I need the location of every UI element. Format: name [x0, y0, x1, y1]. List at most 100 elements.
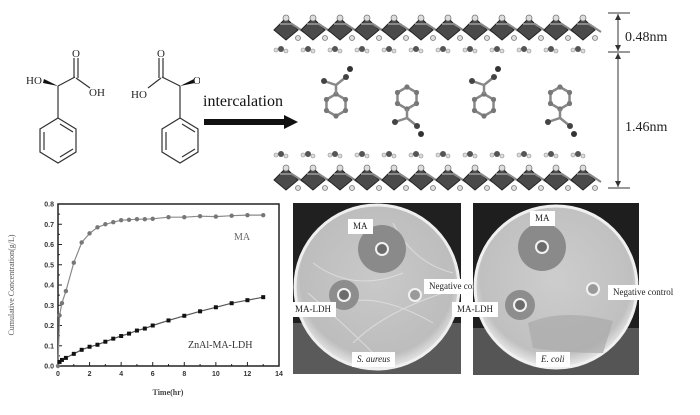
data-point-znal-ma-ldh — [182, 313, 187, 318]
x-tick-label: 0 — [56, 371, 60, 378]
atom-label-oh: OH — [193, 75, 200, 87]
mandelate-anion — [545, 84, 577, 137]
mandelic-acid-r — [39, 58, 91, 164]
atom-label-o: O — [157, 48, 165, 60]
dish2-label-ma: MA — [530, 211, 555, 226]
data-point-znal-ma-ldh — [119, 334, 124, 339]
y-tick-label: 0.0 — [44, 364, 54, 371]
series-line-znal-ma-ldh — [59, 296, 264, 363]
y-axis-label: Cumulative Concentration(g/L) — [7, 234, 16, 335]
x-tick-label: 12 — [244, 371, 252, 378]
data-point-znal-ma-ldh — [79, 347, 84, 352]
data-point-ma — [182, 214, 187, 220]
data-point-ma — [245, 212, 250, 218]
atom-label-o: O — [72, 48, 80, 60]
series-label-znal-ma-ldh: ZnAl-MA-LDH — [188, 340, 252, 351]
data-point-znal-ma-ldh — [127, 331, 132, 336]
data-point-ma — [142, 216, 148, 222]
dimension-markers — [608, 12, 630, 189]
data-point-znal-ma-ldh — [261, 295, 266, 300]
data-point-znal-ma-ldh — [95, 342, 100, 347]
data-point-znal-ma-ldh — [213, 305, 218, 310]
mandelate-anion — [469, 66, 501, 119]
data-point-ma — [197, 213, 203, 219]
data-point-ma — [126, 217, 132, 222]
x-tick-label: 6 — [151, 371, 155, 378]
data-point-ma — [166, 214, 171, 220]
data-point-ma — [95, 225, 100, 230]
data-point-znal-ma-ldh — [198, 309, 203, 314]
mandelic-acid-s — [147, 58, 199, 164]
x-axis-label: Time(hr) — [153, 388, 184, 397]
well-ma-ldh — [337, 288, 351, 302]
x-tick-label: 10 — [212, 371, 220, 378]
data-point-znal-ma-ldh — [111, 336, 116, 341]
well-ma-ldh — [513, 298, 527, 312]
data-point-ma — [134, 216, 140, 222]
well-ma — [535, 240, 549, 254]
data-point-ma — [118, 218, 124, 223]
interlayer-water-bottom — [273, 151, 586, 159]
interlayer-water-top — [273, 46, 586, 54]
data-point-znal-ma-ldh — [63, 355, 68, 360]
layer-thickness-label: 0.48nm — [625, 30, 668, 45]
hydroxide-layer-top — [273, 14, 602, 41]
x-tick-label: 14 — [275, 371, 283, 378]
data-point-znal-ma-ldh — [134, 328, 139, 333]
data-point-ma — [150, 216, 155, 221]
hydroxide-layer-bottom — [273, 164, 602, 191]
x-tick-label: 4 — [119, 371, 123, 378]
data-point-znal-ma-ldh — [103, 339, 108, 344]
data-point-ma — [59, 301, 65, 306]
dish1-label-organism: S. aureus — [352, 352, 396, 367]
data-point-ma — [103, 222, 108, 227]
data-point-znal-ma-ldh — [245, 298, 250, 303]
y-tick-label: 0.5 — [44, 262, 54, 269]
reaction-arrow-icon — [204, 115, 298, 129]
y-tick-label: 0.3 — [44, 303, 54, 310]
data-point-ma — [71, 260, 76, 265]
series-label-ma: MA — [234, 232, 251, 243]
well-ma — [375, 242, 389, 256]
y-tick-label: 0.1 — [44, 343, 54, 350]
dish1-label-ma: MA — [348, 219, 373, 234]
y-tick-label: 0.6 — [44, 242, 54, 249]
data-point-znal-ma-ldh — [229, 301, 234, 306]
y-tick-label: 0.2 — [44, 323, 54, 330]
petri-dish-e-coli — [473, 203, 639, 375]
atom-label-oh: OH — [89, 87, 105, 99]
data-point-ma — [111, 220, 116, 225]
atom-label-ho: HO — [26, 75, 42, 87]
well-negative-control — [408, 288, 422, 302]
data-point-ma — [261, 212, 266, 218]
well-negative-control — [586, 282, 600, 296]
data-point-znal-ma-ldh — [87, 344, 92, 349]
data-point-znal-ma-ldh — [150, 323, 155, 328]
data-point-ma — [57, 313, 62, 318]
y-tick-label: 0.7 — [44, 222, 54, 229]
mandelate-anion — [321, 66, 353, 119]
data-point-ma — [55, 363, 61, 369]
data-point-znal-ma-ldh — [142, 326, 147, 331]
ldh-intercalated-structure — [273, 14, 602, 191]
data-point-ma — [87, 231, 92, 236]
y-tick-label: 0.8 — [44, 202, 54, 209]
data-point-znal-ma-ldh — [59, 357, 64, 362]
mandelate-anion — [392, 84, 424, 137]
x-tick-label: 2 — [88, 371, 92, 378]
series-line-ma — [57, 214, 264, 367]
dish2-label-ma-ldh: MA-LDH — [452, 302, 498, 317]
data-point-znal-ma-ldh — [57, 359, 62, 364]
dish1-label-ma-ldh: MA-LDH — [290, 302, 336, 317]
data-point-ma — [79, 240, 84, 245]
basal-spacing-label: 1.46nm — [625, 120, 668, 135]
data-point-ma — [229, 213, 234, 218]
data-point-znal-ma-ldh — [71, 351, 76, 356]
atom-label-ho: HO — [131, 89, 147, 101]
y-tick-label: 0.4 — [44, 283, 54, 290]
dish2-label-negative-control: Negative control — [608, 285, 679, 300]
data-point-ma — [63, 288, 69, 294]
data-point-ma — [213, 214, 219, 219]
x-tick-label: 8 — [182, 371, 186, 378]
